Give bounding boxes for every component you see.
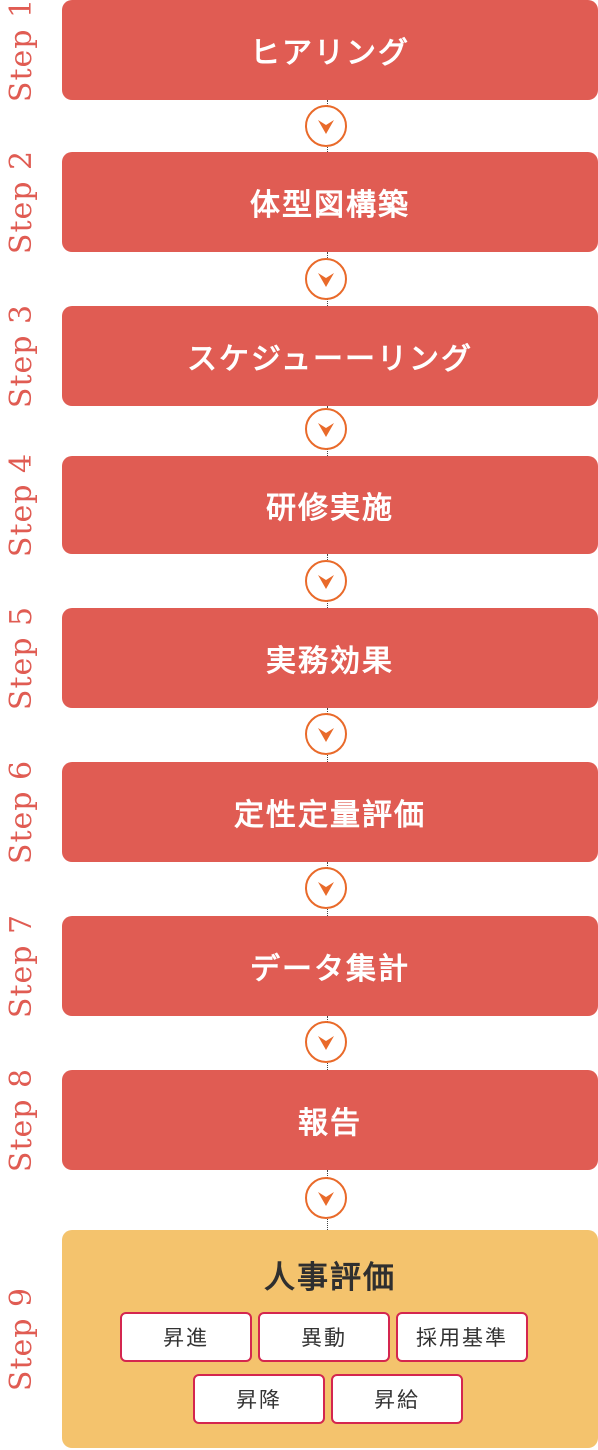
chevron-down-icon <box>305 560 347 602</box>
step-4-number: Step 4 <box>0 452 44 558</box>
step-title: 体型図構築 <box>250 188 410 223</box>
step-label: Step 6 <box>4 759 40 865</box>
tag-rank-change: 昇降 <box>193 1374 325 1424</box>
step-5-number: Step 5 <box>0 605 44 711</box>
step-label: Step 5 <box>4 605 40 711</box>
step-5: Step 5 実務効果 <box>0 605 598 711</box>
chevron-down-icon <box>305 1021 347 1063</box>
step-label: Step 1 <box>4 0 40 103</box>
step-title: ヒアリング <box>250 36 410 71</box>
step-label: Step 4 <box>4 452 40 558</box>
step-3: Step 3 スケジューーリング <box>0 303 598 409</box>
step-title: 報告 <box>298 1106 362 1141</box>
step-7-box: データ集計 <box>62 916 598 1016</box>
step-6-number: Step 6 <box>0 759 44 865</box>
step-label: Step 2 <box>4 149 40 255</box>
step-3-box: スケジューーリング <box>62 306 598 406</box>
step-2: Step 2 体型図構築 <box>0 149 598 255</box>
step-8: Step 8 報告 <box>0 1067 598 1173</box>
chevron-down-icon <box>305 105 347 147</box>
step-label: Step 7 <box>4 913 40 1019</box>
chevron-down-icon <box>305 258 347 300</box>
tag-promotion: 昇進 <box>120 1312 252 1362</box>
step-7: Step 7 データ集計 <box>0 913 598 1019</box>
step-9: Step 9 人事評価 昇進 異動 採用基準 昇降 昇給 <box>0 1230 598 1448</box>
tag-raise: 昇給 <box>331 1374 463 1424</box>
step-1-box: ヒアリング <box>62 0 598 100</box>
step-9-number: Step 9 <box>0 1230 44 1448</box>
step-3-number: Step 3 <box>0 303 44 409</box>
final-step-title: 人事評価 <box>264 1260 396 1296</box>
step-1: Step 1 ヒアリング <box>0 0 598 103</box>
step-4: Step 4 研修実施 <box>0 452 598 558</box>
step-7-number: Step 7 <box>0 913 44 1019</box>
step-2-number: Step 2 <box>0 149 44 255</box>
step-1-number: Step 1 <box>0 0 44 103</box>
chevron-down-icon <box>305 1177 347 1219</box>
chevron-down-icon <box>305 713 347 755</box>
step-label: Step 3 <box>4 303 40 409</box>
step-5-box: 実務効果 <box>62 608 598 708</box>
step-2-box: 体型図構築 <box>62 152 598 252</box>
step-title: データ集計 <box>250 952 410 987</box>
step-4-box: 研修実施 <box>62 456 598 554</box>
step-label: Step 9 <box>4 1286 40 1392</box>
step-title: スケジューーリング <box>187 342 473 377</box>
step-6-box: 定性定量評価 <box>62 762 598 862</box>
chevron-down-icon <box>305 867 347 909</box>
step-6: Step 6 定性定量評価 <box>0 759 598 865</box>
tag-hiring-criteria: 採用基準 <box>396 1312 528 1362</box>
step-8-number: Step 8 <box>0 1067 44 1173</box>
step-title: 実務効果 <box>266 644 394 679</box>
step-title: 研修実施 <box>266 491 394 526</box>
final-step-box: 人事評価 昇進 異動 採用基準 昇降 昇給 <box>62 1230 598 1448</box>
step-label: Step 8 <box>4 1067 40 1173</box>
step-8-box: 報告 <box>62 1070 598 1170</box>
chevron-down-icon <box>305 408 347 450</box>
tag-transfer: 異動 <box>258 1312 390 1362</box>
step-title: 定性定量評価 <box>234 798 426 833</box>
